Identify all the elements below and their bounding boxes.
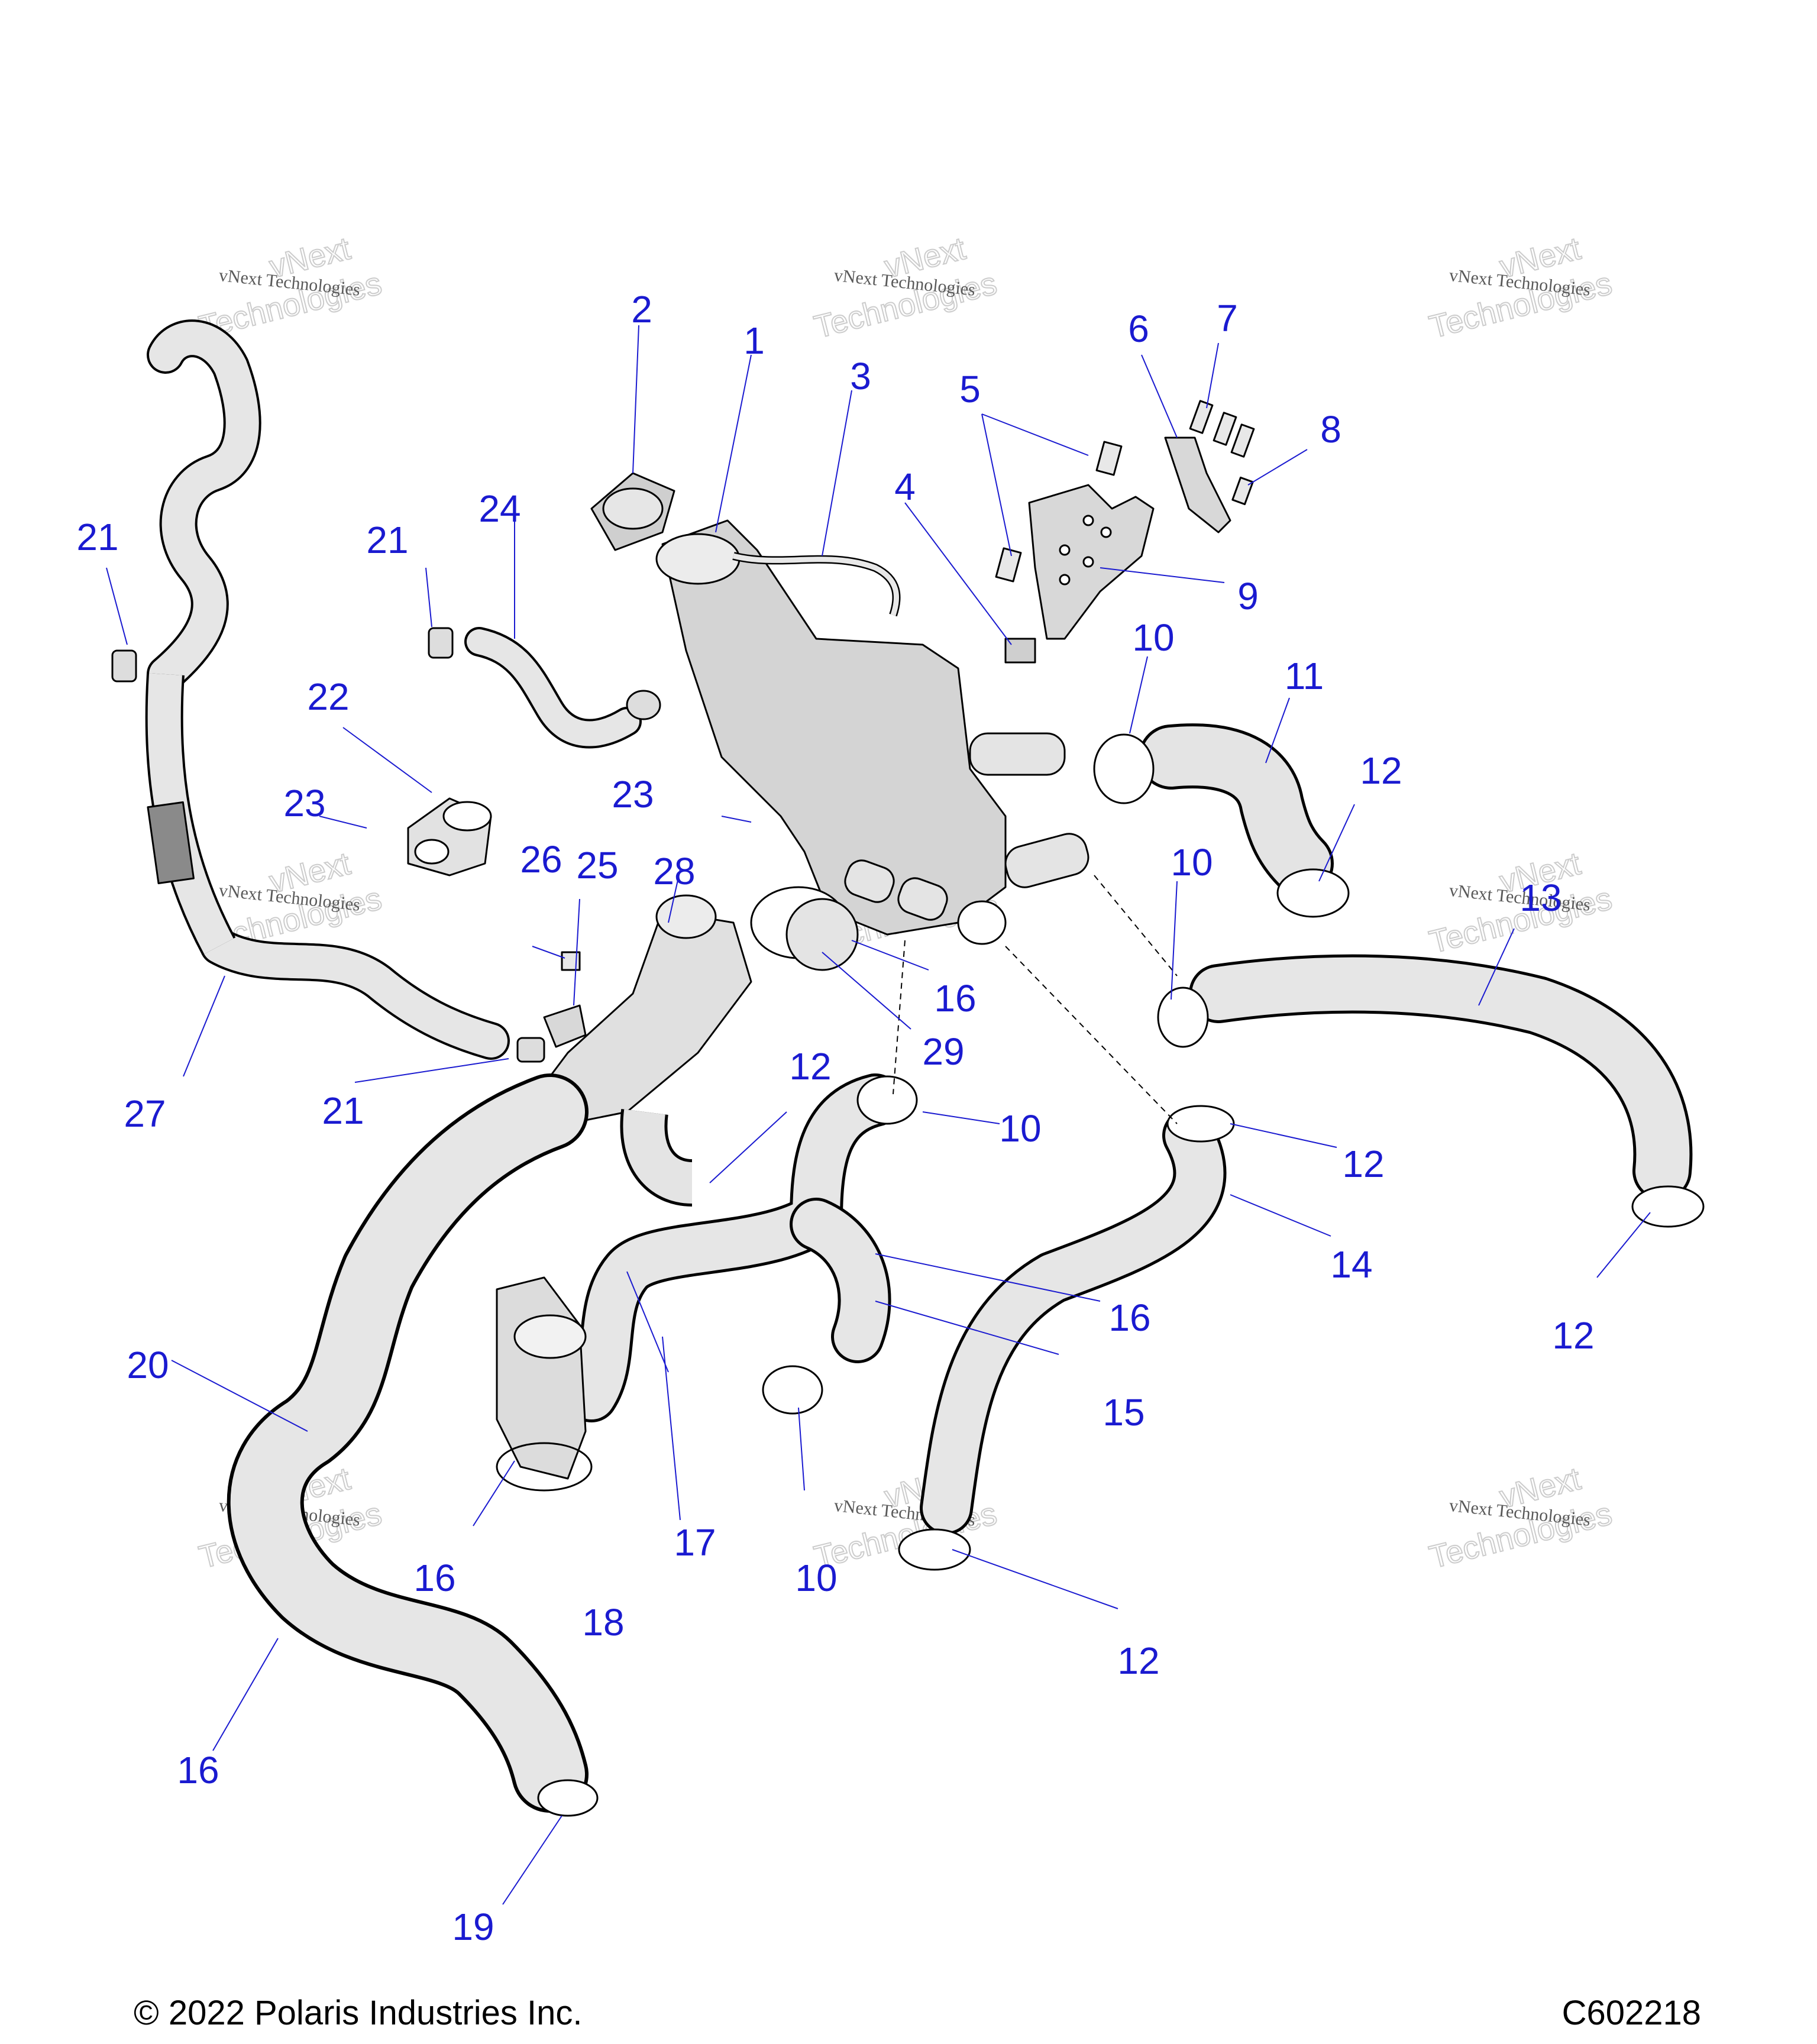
callout-27: 27: [124, 1092, 166, 1135]
screw-5b: [995, 547, 1022, 583]
copyright-text: © 2022 Polaris Industries Inc.: [134, 1994, 583, 2032]
callout-17: 17: [674, 1521, 716, 1564]
callout-18: 18: [582, 1601, 624, 1644]
callout-8: 8: [1320, 408, 1341, 451]
hose-11-fill: [1142, 726, 1331, 893]
callout-20: 20: [127, 1344, 169, 1386]
callout-16a: 16: [934, 977, 976, 1020]
callout-4: 4: [894, 465, 916, 508]
hose-17-branch-fill: [793, 1201, 888, 1360]
callout-21b: 21: [366, 519, 408, 561]
callout-26: 26: [520, 838, 562, 881]
callout-3: 3: [850, 355, 871, 397]
callout-12b: 12: [789, 1045, 831, 1088]
callout-24: 24: [479, 487, 520, 530]
coupling-29: [785, 898, 859, 971]
clamp-10-a: [1093, 733, 1155, 804]
callout-28: 28: [653, 850, 695, 892]
screw-5a: [1095, 441, 1123, 476]
hose-14-fill: [923, 1112, 1224, 1532]
callout-23b: 23: [612, 773, 654, 816]
callout-23a: 23: [283, 782, 325, 824]
outlet-pipe-lower: [1004, 833, 1089, 888]
bracket-25: [543, 1004, 587, 1048]
hose-17-fill: [568, 1076, 899, 1419]
clamp-12-d: [898, 1528, 971, 1571]
clamp-21b: [428, 627, 454, 659]
callout-9: 9: [1237, 575, 1259, 617]
clamp-21a: [111, 649, 137, 683]
component-18: [496, 1276, 593, 1492]
clamp-19: [537, 1779, 599, 1817]
clamp-10-b: [1157, 987, 1209, 1048]
reservoir-1: [655, 519, 1089, 945]
callout-22: 22: [307, 675, 349, 718]
bolt-8: [1231, 476, 1254, 506]
callout-16c: 16: [413, 1557, 455, 1599]
clamp-12-c: [1166, 1105, 1235, 1143]
callout-7: 7: [1217, 297, 1238, 339]
callout-10c: 10: [999, 1107, 1041, 1150]
hose-27-sleeve: [147, 801, 195, 884]
clamp-12-b: [1631, 1185, 1705, 1228]
outlet-pipe: [969, 732, 1066, 776]
callout-19: 19: [452, 1906, 494, 1948]
bracket-9: [1028, 484, 1155, 640]
clamp-21c: [516, 1037, 545, 1063]
clamp-10-d: [762, 1365, 823, 1415]
cap-2: [590, 472, 675, 551]
hose-27-fill: [149, 322, 259, 691]
bolts-7: [1189, 400, 1255, 458]
clamp-10-c: [856, 1075, 918, 1125]
callout-21a: 21: [76, 516, 118, 558]
callout-5: 5: [959, 368, 981, 410]
hose-13-fill: [1192, 957, 1690, 1198]
callout-15: 15: [1103, 1391, 1144, 1434]
callout-11: 11: [1285, 655, 1324, 697]
callout-labels: 1 2 3 4 5 6 7 8 9 10 11 12 10 13 16 29 1…: [76, 288, 1594, 1948]
clip-22: [407, 797, 492, 877]
callout-6: 6: [1128, 308, 1149, 350]
callout-12c: 12: [1342, 1143, 1384, 1185]
callout-12d: 12: [1552, 1314, 1594, 1357]
callout-2: 2: [631, 288, 652, 331]
callout-12e: 12: [1117, 1639, 1159, 1682]
parts-layer: [111, 319, 1705, 1817]
hose-24-fill: [467, 629, 639, 746]
leader-lines: [106, 325, 1651, 1905]
bracket-6: [1164, 436, 1231, 533]
pipe-assembly: [531, 894, 752, 1207]
dashed-guides: [893, 875, 1178, 1124]
clamp-12-a: [1276, 868, 1350, 918]
hose-20-fill: [230, 1077, 585, 1809]
figure-code: C602218: [1561, 1994, 1701, 2032]
callout-12a: 12: [1360, 749, 1402, 792]
callout-10d: 10: [795, 1557, 837, 1599]
callout-13: 13: [1519, 877, 1561, 919]
callout-14: 14: [1330, 1243, 1372, 1286]
callout-10b: 10: [1171, 841, 1213, 884]
callout-1: 1: [743, 319, 765, 362]
hose-24-end: [626, 690, 661, 720]
callout-25: 25: [576, 844, 618, 887]
hose-27-lower-fill: [202, 930, 507, 1057]
callout-16d: 16: [177, 1749, 219, 1791]
callout-21c: 21: [322, 1089, 364, 1132]
callout-29: 29: [922, 1030, 964, 1073]
callout-10a: 10: [1132, 616, 1174, 659]
callout-16b: 16: [1108, 1296, 1150, 1339]
